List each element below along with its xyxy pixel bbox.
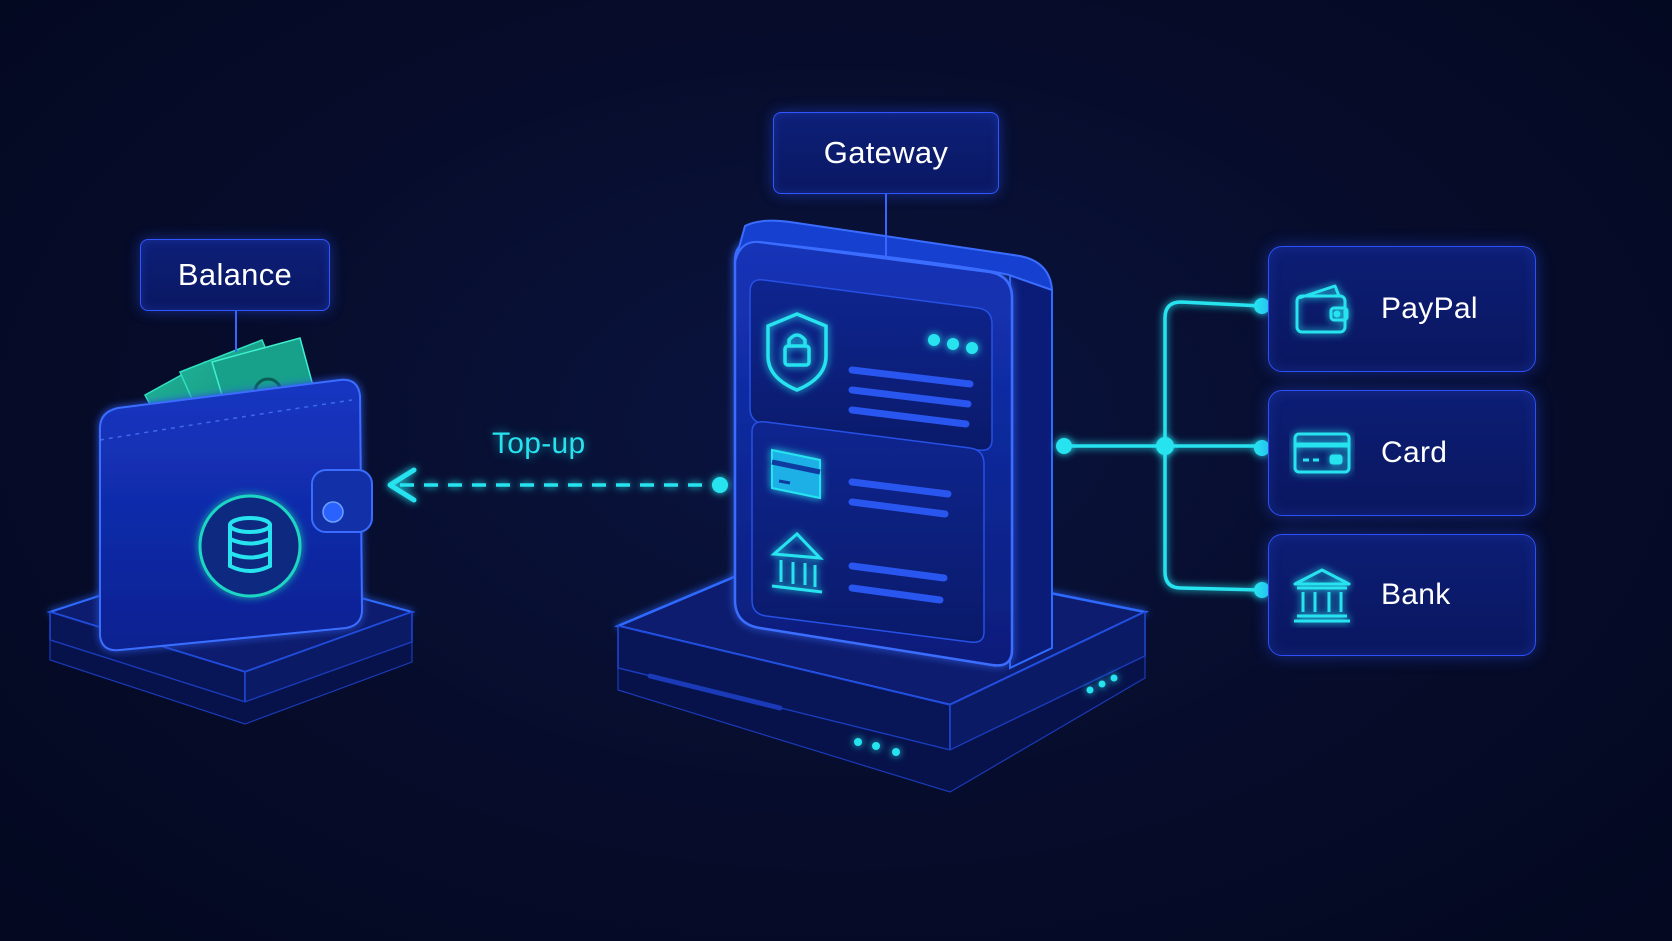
payment-method-name: Card: [1381, 436, 1448, 469]
bank-icon: [1293, 568, 1351, 623]
gateway-device-illustration: [613, 219, 1149, 793]
payment-method-paypal: PayPal: [1268, 246, 1536, 372]
topup-label: Top-up: [492, 427, 586, 460]
payment-method-name: PayPal: [1381, 292, 1478, 325]
gateway-label-text: Gateway: [823, 135, 949, 170]
wallet-icon: [1295, 284, 1349, 334]
payment-method-card: Card: [1268, 390, 1536, 516]
payment-method-bank: Bank: [1268, 534, 1536, 656]
gateway-bank-icon: [770, 531, 824, 594]
balance-label: Balance: [140, 239, 330, 311]
topup-arrow: [387, 467, 728, 503]
payment-method-name: Bank: [1381, 578, 1451, 611]
balance-label-text: Balance: [177, 257, 293, 292]
credit-card-icon: [1293, 432, 1351, 474]
coins-icon: [198, 494, 302, 598]
status-dots-icon: [928, 334, 978, 354]
gateway-card-icon: [771, 448, 821, 500]
balance-wallet-illustration: [46, 337, 416, 725]
shield-lock-icon: [766, 312, 828, 392]
gateway-label: Gateway: [773, 112, 999, 194]
